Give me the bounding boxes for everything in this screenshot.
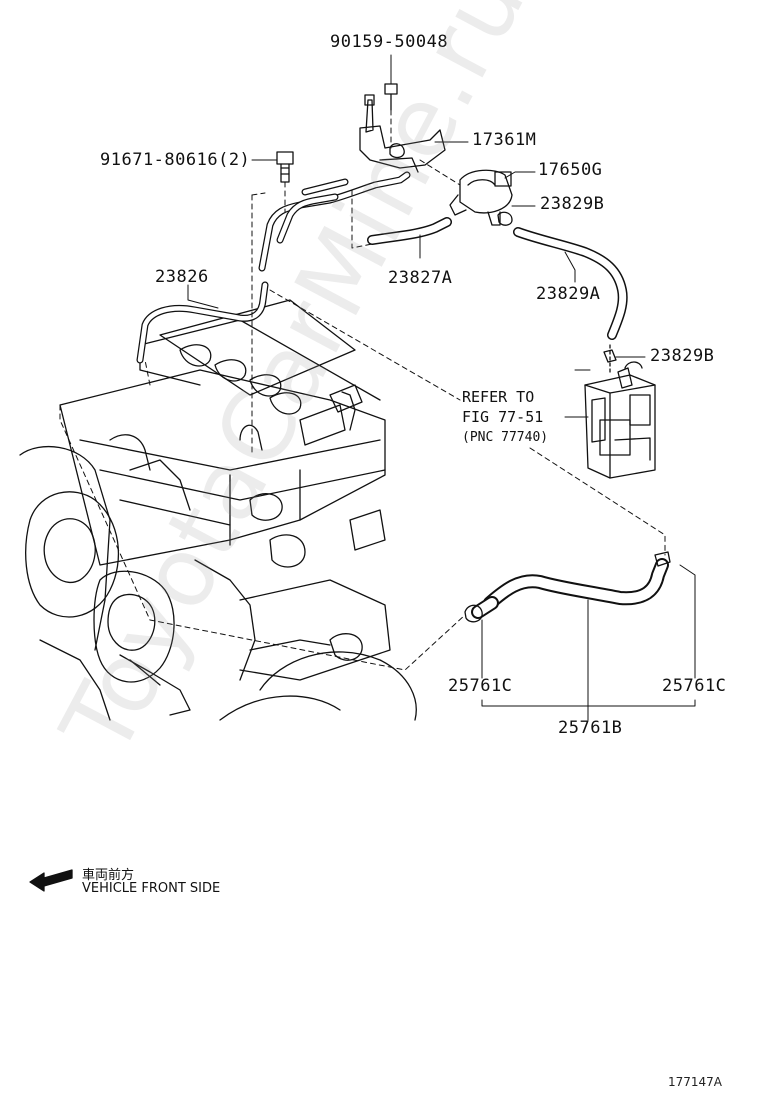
label-90159-50048: 90159-50048 — [330, 32, 449, 52]
vsv-17650g-drawing — [449, 169, 513, 226]
front-arrow-shape — [29, 869, 73, 892]
bracket-17361m-drawing — [359, 94, 446, 173]
label-25761b: 25761B — [558, 718, 623, 738]
label-23827a: 23827A — [388, 268, 453, 288]
hose-23826 — [136, 281, 269, 364]
refer-line-1: REFER TO — [462, 388, 535, 406]
label-23829b-top: 23829B — [540, 194, 605, 214]
front-side-japanese: 車両前方 — [82, 868, 135, 883]
leader-lines — [187, 54, 696, 721]
clamp-25761c-left — [464, 604, 483, 623]
label-25761c-right: 25761C — [662, 676, 727, 696]
label-23826: 23826 — [155, 267, 209, 287]
clip-23829b-top — [497, 211, 513, 226]
label-91671-80616: 91671-80616(2) — [100, 150, 251, 170]
bolt-90159-drawing — [384, 83, 398, 111]
charcoal-canister-drawing — [584, 361, 656, 479]
clamp-25761c-right — [654, 551, 671, 567]
label-23829a: 23829A — [536, 284, 601, 304]
clip-23829b-mid — [603, 349, 617, 363]
bolt-91671-drawing — [276, 151, 294, 183]
label-17650g: 17650G — [538, 160, 603, 180]
label-23829b-mid: 23829B — [650, 346, 715, 366]
refer-line-3: (PNC 77740) — [462, 430, 549, 445]
figure-number: 177147A — [668, 1075, 723, 1089]
engine-assembly-drawing — [19, 299, 417, 721]
front-side-english: VEHICLE FRONT SIDE — [82, 881, 221, 896]
refer-line-2: FIG 77-51 — [462, 408, 544, 426]
label-25761c-left: 25761C — [448, 676, 513, 696]
dashed-reference-lines — [59, 109, 666, 671]
label-17361m: 17361M — [472, 130, 537, 150]
